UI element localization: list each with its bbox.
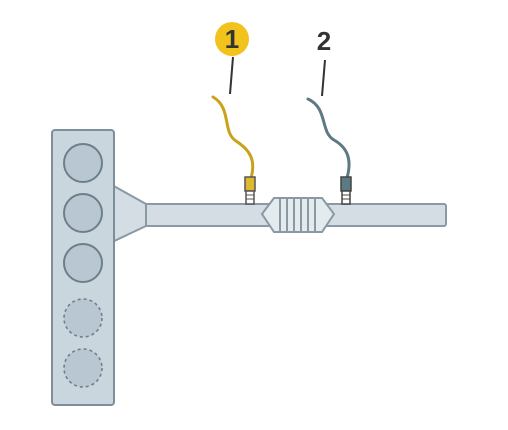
sensor-1-body xyxy=(244,176,256,192)
cylinder-4 xyxy=(63,298,103,338)
sensor-2-label: 2 xyxy=(317,26,331,56)
cylinder-1 xyxy=(63,143,103,183)
sensor-1-leader-line xyxy=(229,56,234,95)
sensor-2-leader-line xyxy=(321,59,326,97)
cylinder-3 xyxy=(63,243,103,283)
sensor-2-wire xyxy=(306,97,351,180)
sensor-1-wire xyxy=(211,95,255,180)
exhaust-manifold xyxy=(111,183,147,244)
sensor-1-label-badge xyxy=(215,22,249,56)
oxygen-sensor-1 xyxy=(211,56,256,205)
sensor-1-label: 1 xyxy=(225,24,239,54)
sensor-1-thread xyxy=(245,190,255,205)
cylinder-5 xyxy=(63,348,103,388)
sensor-2-body xyxy=(340,176,352,192)
cylinder-2 xyxy=(63,193,103,233)
oxygen-sensor-2 xyxy=(306,59,352,205)
sensor-2-thread xyxy=(341,190,351,205)
catalytic-converter xyxy=(260,197,336,233)
